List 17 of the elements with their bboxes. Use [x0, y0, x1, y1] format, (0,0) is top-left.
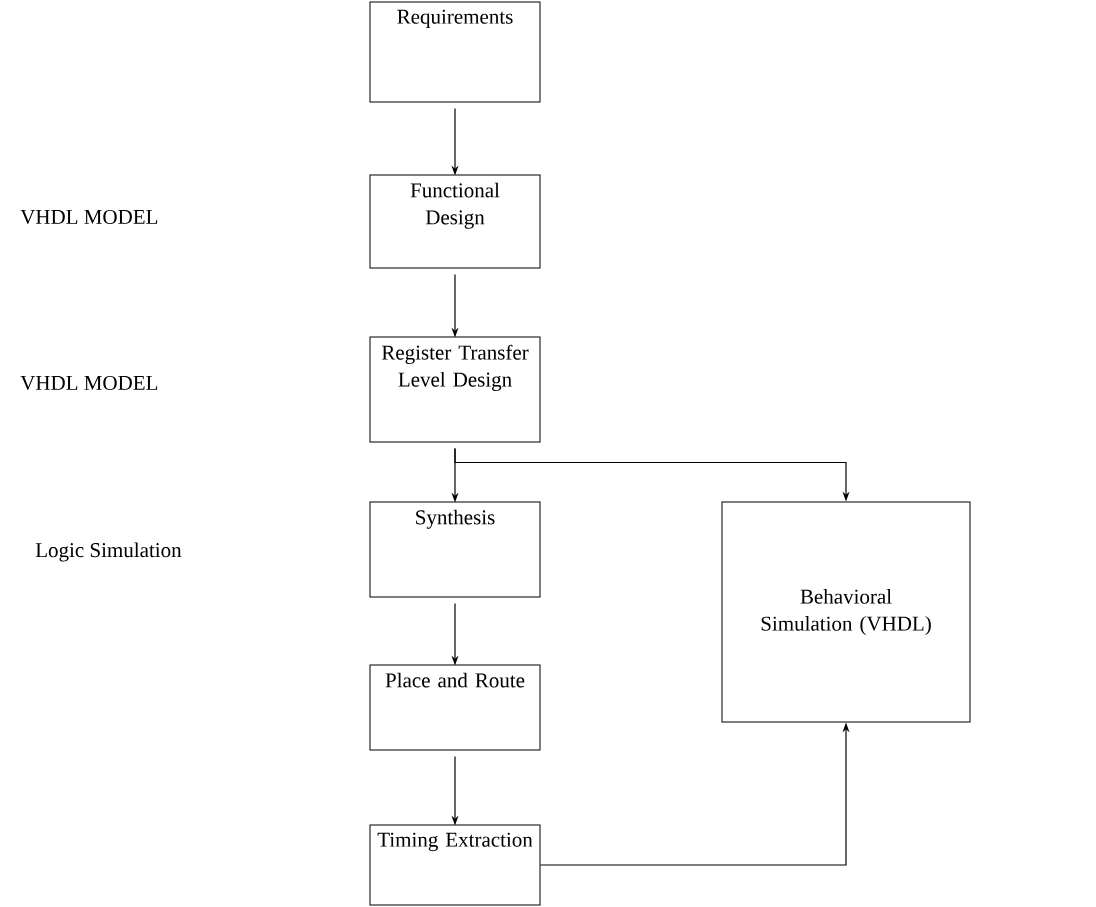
process-box — [369, 1, 541, 103]
process-box — [721, 501, 971, 723]
side-label: VHDL MODEL — [20, 209, 158, 225]
side-label: Logic Simulation — [35, 542, 182, 562]
box-label: Synthesis — [416, 509, 495, 529]
box-label: Behavioral Simulation (VHDL) — [761, 589, 931, 635]
process-box — [369, 664, 541, 751]
side-label: VHDL MODEL — [20, 375, 158, 391]
process-box — [369, 174, 541, 269]
process-box — [369, 824, 541, 906]
box-label: Requirements — [397, 9, 513, 29]
box-label: Register Transfer Level Design — [381, 344, 529, 391]
box-label: Place and Route — [385, 672, 525, 688]
box-label: Functional Design — [410, 182, 500, 229]
process-box — [369, 501, 541, 598]
process-box — [369, 336, 541, 443]
box-label: Timing Extraction — [377, 832, 533, 852]
